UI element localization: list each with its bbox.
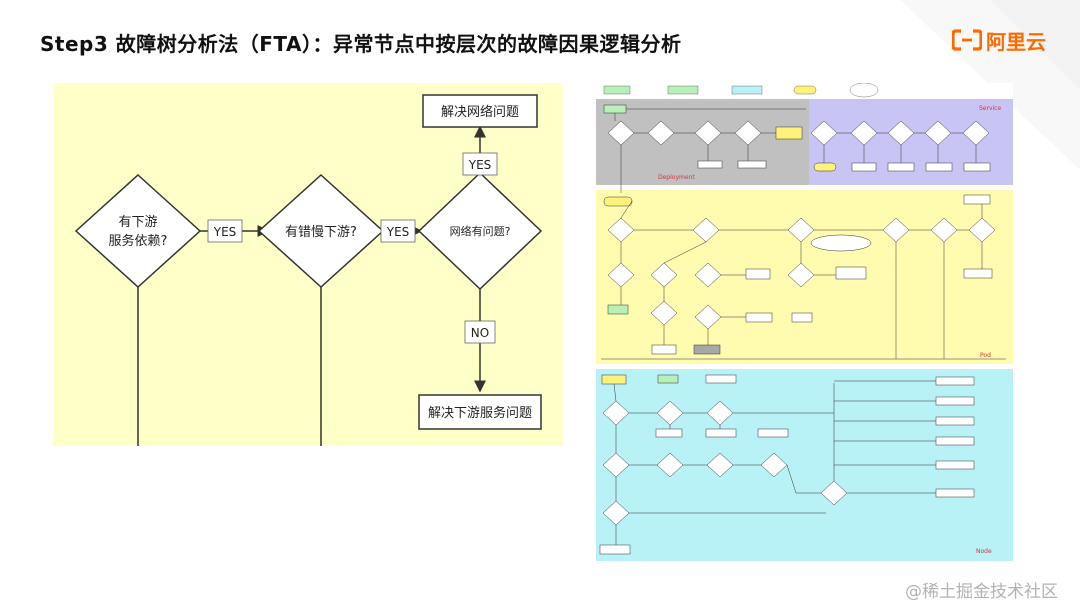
decision-downstream-dependency: 有下游 服务依赖? [74,173,202,289]
section-service-label: Service [979,105,1001,112]
box-fix-network-label: 解决网络问题 [441,104,519,120]
box-fix-downstream-label: 解决下游服务问题 [428,405,532,421]
decision-slow-downstream: 有错慢下游? [257,173,385,289]
box-fix-downstream: 解决下游服务问题 [418,394,542,430]
deployment-shapes [603,104,806,193]
svg-text:YES: YES [213,225,237,239]
box-fix-network: 解决网络问题 [422,94,538,128]
section-pod-label: Pod [980,352,991,359]
label-yes-1: YES [207,219,243,243]
decision-network-issue: 网络有问题? [417,171,543,291]
service-shapes [810,120,991,172]
decision-slow-downstream-label: 有错慢下游? [285,224,357,240]
svg-text:YES: YES [468,158,492,172]
page-title: Step3 故障树分析法（FTA）：异常节点中按层次的故障因果逻辑分析 [40,32,682,56]
fault-tree-zoom-panel: 有下游 服务依赖? 有错慢下游? 网络有问题? 解决网络问题 解决下游服务问题 … [53,83,563,446]
decision-downstream-dependency-line2: 服务依赖? [109,233,168,249]
brand-logo: 阿里云 [952,26,1046,54]
section-deployment [596,99,809,185]
fault-tree-overview-diagram: Deployment Service Pod Node [596,82,1013,561]
pod-shapes [601,194,1006,360]
aliyun-logo-icon [952,29,982,51]
fault-tree-zoom-diagram: 有下游 服务依赖? 有错慢下游? 网络有问题? 解决网络问题 解决下游服务问题 … [74,94,543,446]
label-yes-3: YES [462,152,498,176]
brand-name: 阿里云 [986,29,1046,54]
legend-row [603,82,879,98]
label-no: NO [464,320,496,344]
node-shapes [599,374,975,555]
label-yes-2: YES [380,219,416,243]
watermark: @稀土掘金技术社区 [905,582,1058,602]
svg-text:YES: YES [386,225,410,239]
fault-tree-overview-panel: Deployment Service Pod Node [596,82,1013,561]
svg-text:NO: NO [471,326,489,340]
section-deployment-label: Deployment [658,174,695,181]
decision-downstream-dependency-line1: 有下游 [118,215,157,230]
decision-network-issue-label: 网络有问题? [450,224,511,238]
section-node-label: Node [976,548,992,555]
